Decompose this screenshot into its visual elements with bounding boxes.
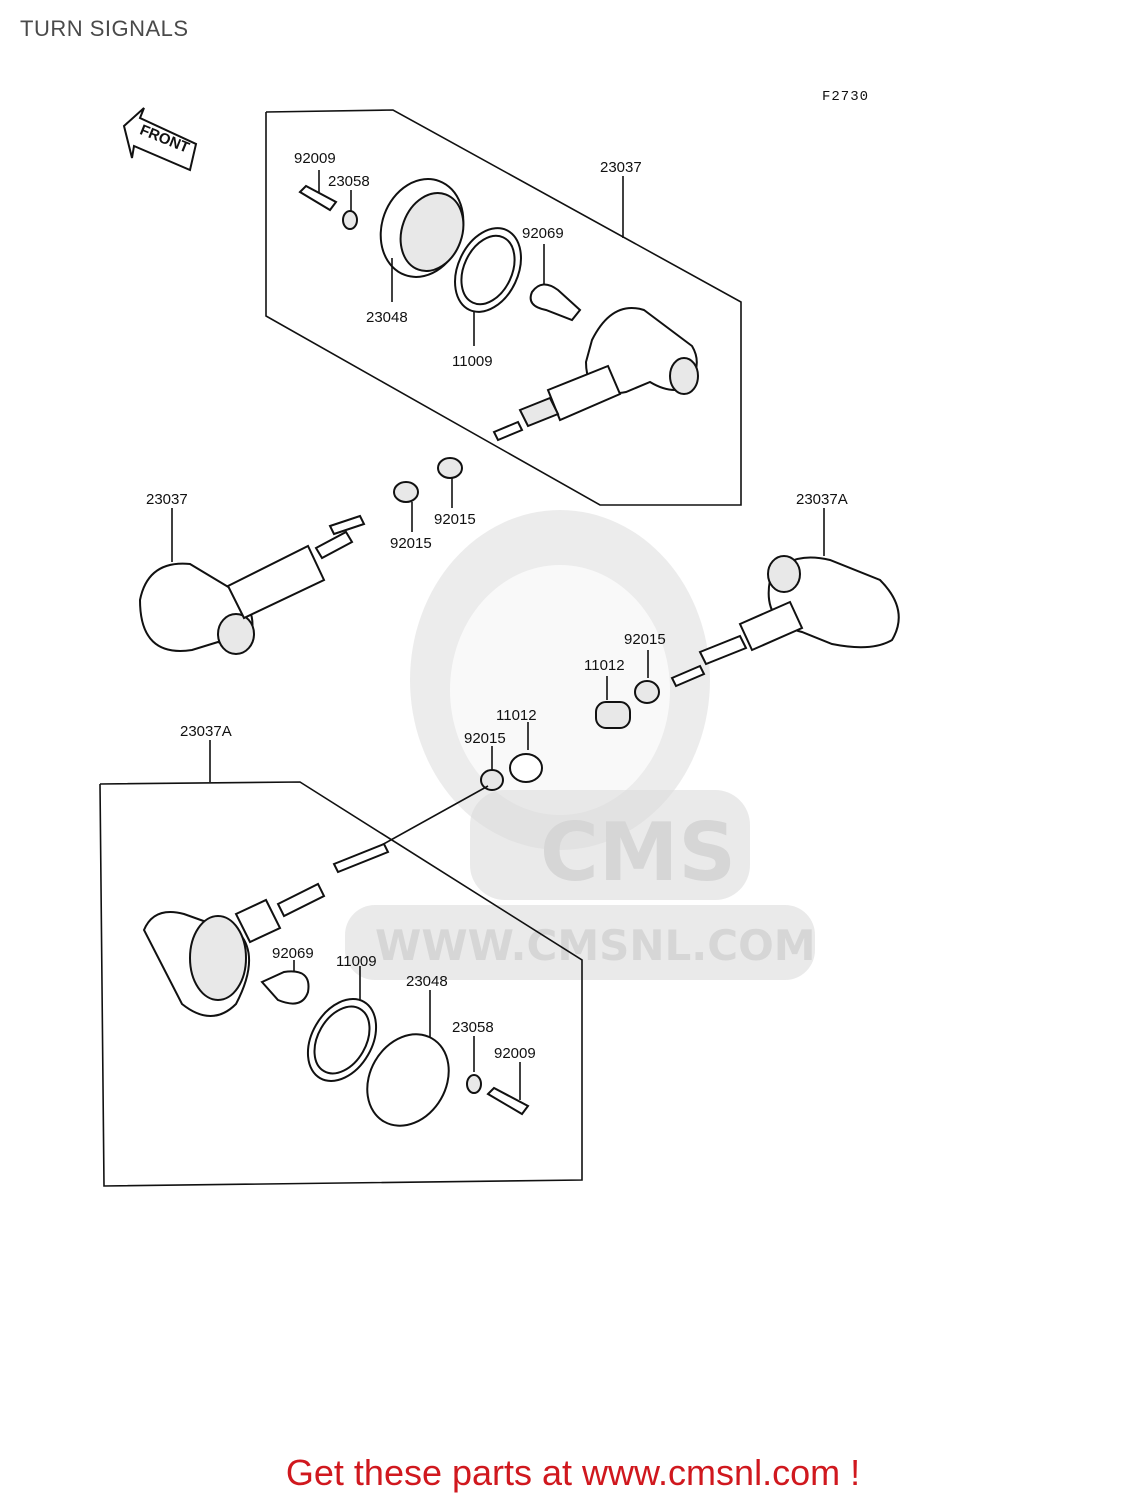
bottom-bulb-92069	[260, 960, 310, 1005]
right-turn-signal-body	[670, 555, 900, 688]
top-washer-23058	[342, 190, 358, 230]
callout-92015-mid-b: 92015	[434, 511, 476, 528]
bottom-turn-signal-body	[142, 842, 390, 1017]
left-turn-signal-body	[138, 514, 366, 655]
mid-nut-92015-b	[437, 457, 463, 508]
top-gasket-11009	[454, 227, 522, 346]
callout-23058-top: 23058	[328, 173, 370, 190]
callout-92069-bottom: 92069	[272, 945, 314, 962]
bottom-screw-92009	[486, 1062, 530, 1116]
callout-92069-top: 92069	[522, 225, 564, 242]
front-arrow-icon: FRONT	[122, 107, 198, 172]
callout-92015-mid-a: 92015	[390, 535, 432, 552]
top-lens-23048	[379, 178, 465, 302]
mid-grommet-11012	[509, 722, 543, 783]
right-nut-92015	[634, 650, 660, 704]
page-title: TURN SIGNALS	[20, 16, 189, 41]
bottom-gasket-11009	[306, 966, 378, 1082]
bottom-wire-leader	[379, 785, 489, 847]
callout-92009-top: 92009	[294, 150, 336, 167]
top-screw-92009	[298, 170, 338, 212]
callout-92015-mid-c: 92015	[464, 730, 506, 747]
callout-11009-top: 11009	[452, 353, 493, 370]
callout-23037-left: 23037	[146, 491, 188, 508]
callout-23037-top: 23037	[600, 159, 642, 176]
callout-11012-right: 11012	[584, 657, 625, 674]
mid-nut-92015-c	[480, 746, 504, 791]
top-turn-signal-body	[492, 307, 699, 442]
callout-92009-bottom: 92009	[494, 1045, 536, 1062]
callout-23048-top: 23048	[366, 309, 408, 326]
callout-23037A-right: 23037A	[796, 491, 848, 508]
callout-23048-bottom: 23048	[406, 973, 448, 990]
top-assembly-bracket	[265, 109, 742, 506]
bottom-assembly-bracket	[99, 781, 583, 1187]
bottom-lens-23048	[366, 990, 450, 1127]
watermark-url: WWW.CMSNL.COM	[375, 921, 816, 970]
watermark-brand: CMS	[540, 806, 736, 899]
diagram-code: F2730	[822, 89, 869, 105]
footer-link[interactable]: Get these parts at www.cmsnl.com !	[285, 1452, 861, 1493]
callout-23037A-bottom: 23037A	[180, 723, 232, 740]
bottom-washer-23058	[466, 1036, 482, 1094]
mid-nut-92015-a	[393, 481, 419, 532]
cms-watermark: CMS WWW.CMSNL.COM	[345, 510, 816, 980]
top-bulb-92069	[529, 244, 582, 322]
callout-11012-mid: 11012	[496, 707, 537, 724]
callout-23058-bottom: 23058	[452, 1019, 494, 1036]
callout-92015-right: 92015	[624, 631, 666, 648]
right-grommet-11012	[595, 676, 631, 729]
callout-11009-bottom: 11009	[336, 953, 377, 970]
